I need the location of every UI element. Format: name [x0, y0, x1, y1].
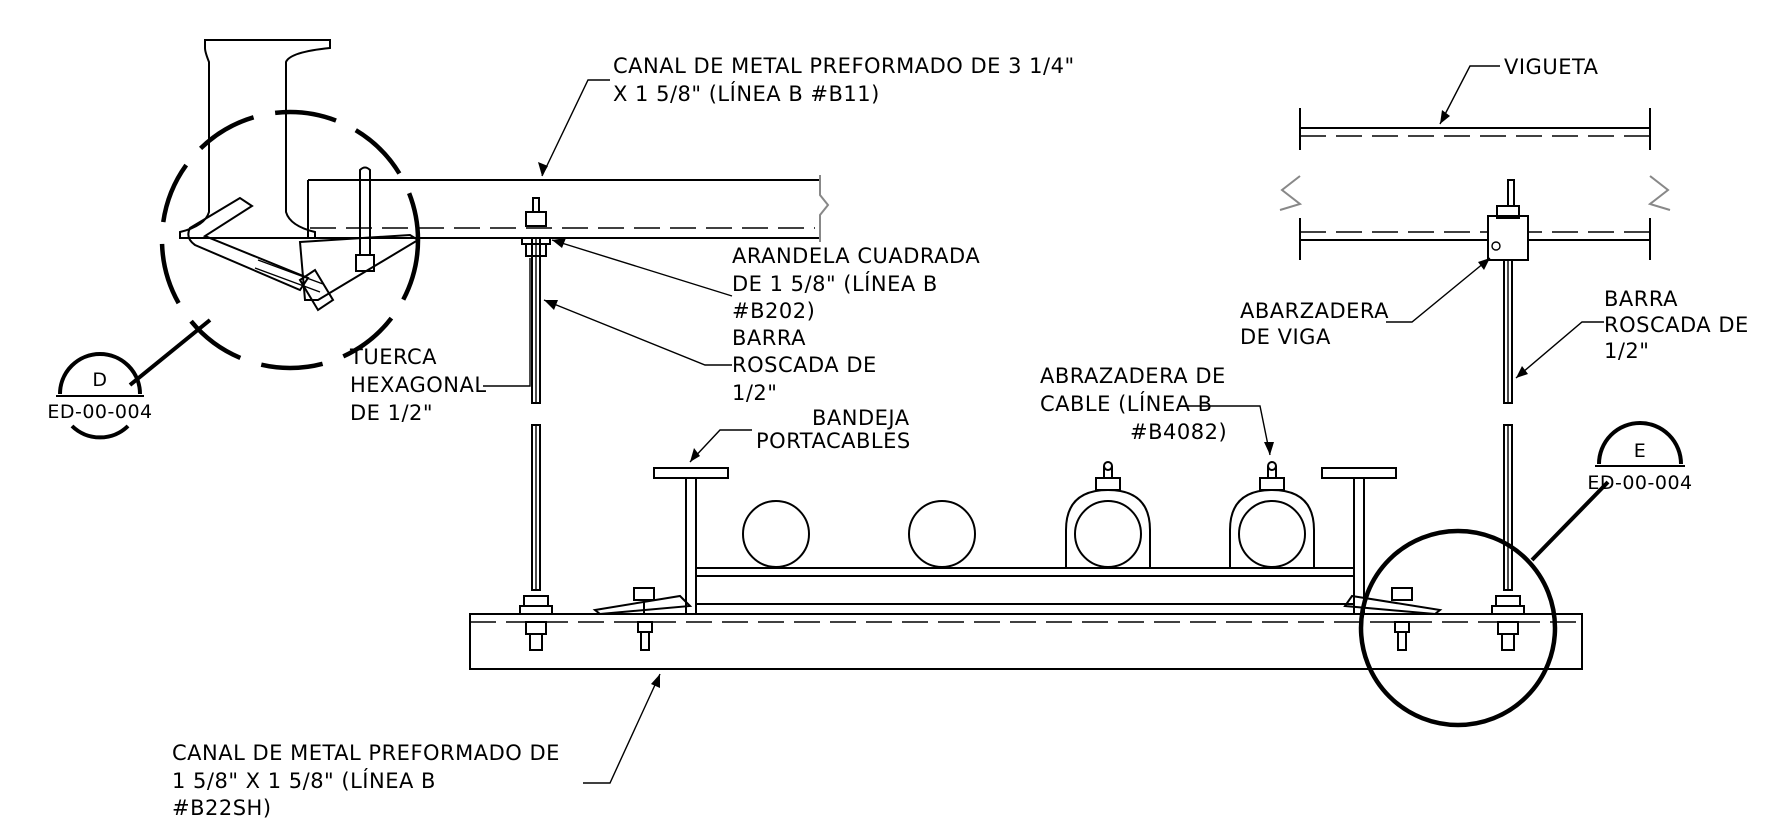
detail-d-circle [128, 109, 421, 387]
detail-d-sheet: ED-00-004 [47, 401, 152, 423]
svg-text:ARANDELA CUADRADA: ARANDELA CUADRADA [732, 244, 980, 268]
top-channel-b11 [307, 175, 830, 242]
svg-text:CABLE (LÍNEA B: CABLE (LÍNEA B [1040, 391, 1213, 416]
svg-text:DE VIGA: DE VIGA [1240, 325, 1331, 349]
label-vigueta: VIGUETA [1504, 55, 1599, 79]
cable-tray [653, 467, 1397, 615]
cables [742, 500, 1306, 568]
svg-text:ABRAZADERA DE: ABRAZADERA DE [1040, 364, 1226, 388]
svg-text:BARRA: BARRA [1604, 287, 1678, 311]
label-tuerca: TUERCA HEXAGONAL DE 1/2" [349, 345, 487, 425]
svg-text:HEXAGONAL: HEXAGONAL [350, 373, 487, 397]
detail-e-sheet: ED-00-004 [1587, 472, 1692, 494]
label-abarzadera-viga: ABARZADERA DE VIGA [1240, 299, 1389, 349]
label-arandela: ARANDELA CUADRADA DE 1 5/8" (LÍNEA B #B2… [732, 244, 980, 323]
svg-text:#B22SH): #B22SH) [172, 796, 272, 820]
svg-text:DE 1 5/8" (LÍNEA B: DE 1 5/8" (LÍNEA B [732, 271, 938, 296]
detail-bubble-d: D ED-00-004 [47, 352, 152, 440]
svg-text:ROSCADA DE: ROSCADA DE [732, 353, 877, 377]
label-barra-right: BARRA ROSCADA DE 1/2" [1604, 287, 1749, 363]
svg-text:CANAL DE METAL PREFORMADO DE: CANAL DE METAL PREFORMADO DE [172, 741, 560, 765]
tray-hold-down-clips [592, 587, 1443, 651]
detail-d-letter: D [92, 369, 107, 391]
right-threaded-rod-upper [1503, 259, 1513, 404]
label-canal-b11: CANAL DE METAL PREFORMADO DE 3 1/4" X 1 … [613, 54, 1075, 106]
left-threaded-rod-upper [521, 197, 551, 404]
svg-text:#B4082): #B4082) [1130, 420, 1227, 444]
svg-text:#B202): #B202) [732, 299, 815, 323]
left-threaded-rod-lower [531, 424, 541, 591]
joist-vigueta [1279, 108, 1671, 260]
svg-text:DE 1/2": DE 1/2" [350, 401, 433, 425]
svg-text:X 1 5/8" (LÍNEA B #B11): X 1 5/8" (LÍNEA B #B11) [613, 81, 880, 106]
i-beam-flange-clamp [179, 39, 420, 312]
svg-text:BANDEJA: BANDEJA [812, 406, 910, 430]
svg-text:BARRA: BARRA [732, 326, 806, 350]
cable-clamps [1065, 461, 1315, 568]
label-canal-b22sh: CANAL DE METAL PREFORMADO DE 1 5/8" X 1 … [172, 741, 560, 820]
label-barra-left: BARRA ROSCADA DE 1/2" [732, 326, 877, 405]
detail-bubble-e: E ED-00-004 [1587, 421, 1692, 494]
svg-text:ROSCADA DE: ROSCADA DE [1604, 313, 1749, 337]
svg-text:1/2": 1/2" [732, 381, 777, 405]
rod-nuts [519, 595, 1525, 651]
svg-text:TUERCA: TUERCA [349, 345, 437, 369]
bottom-channel-b22sh [469, 613, 1583, 670]
leader-lines [483, 65, 1604, 784]
label-bandeja: BANDEJA PORTACABLES [756, 406, 911, 453]
svg-text:CANAL DE METAL PREFORMADO DE 3: CANAL DE METAL PREFORMADO DE 3 1/4" [613, 54, 1075, 78]
right-threaded-rod-lower [1503, 424, 1513, 591]
detail-e-letter: E [1634, 440, 1647, 462]
beam-clamp [1487, 179, 1529, 261]
label-abrazadera-cable: ABRAZADERA DE CABLE (LÍNEA B #B4082) [1040, 364, 1227, 444]
detail-e-circle [1358, 480, 1610, 728]
svg-text:1/2": 1/2" [1604, 339, 1649, 363]
svg-text:1 5/8" X 1 5/8" (LÍNEA B: 1 5/8" X 1 5/8" (LÍNEA B [172, 768, 436, 793]
svg-text:PORTACABLES: PORTACABLES [756, 429, 911, 453]
svg-text:ABARZADERA: ABARZADERA [1240, 299, 1389, 323]
